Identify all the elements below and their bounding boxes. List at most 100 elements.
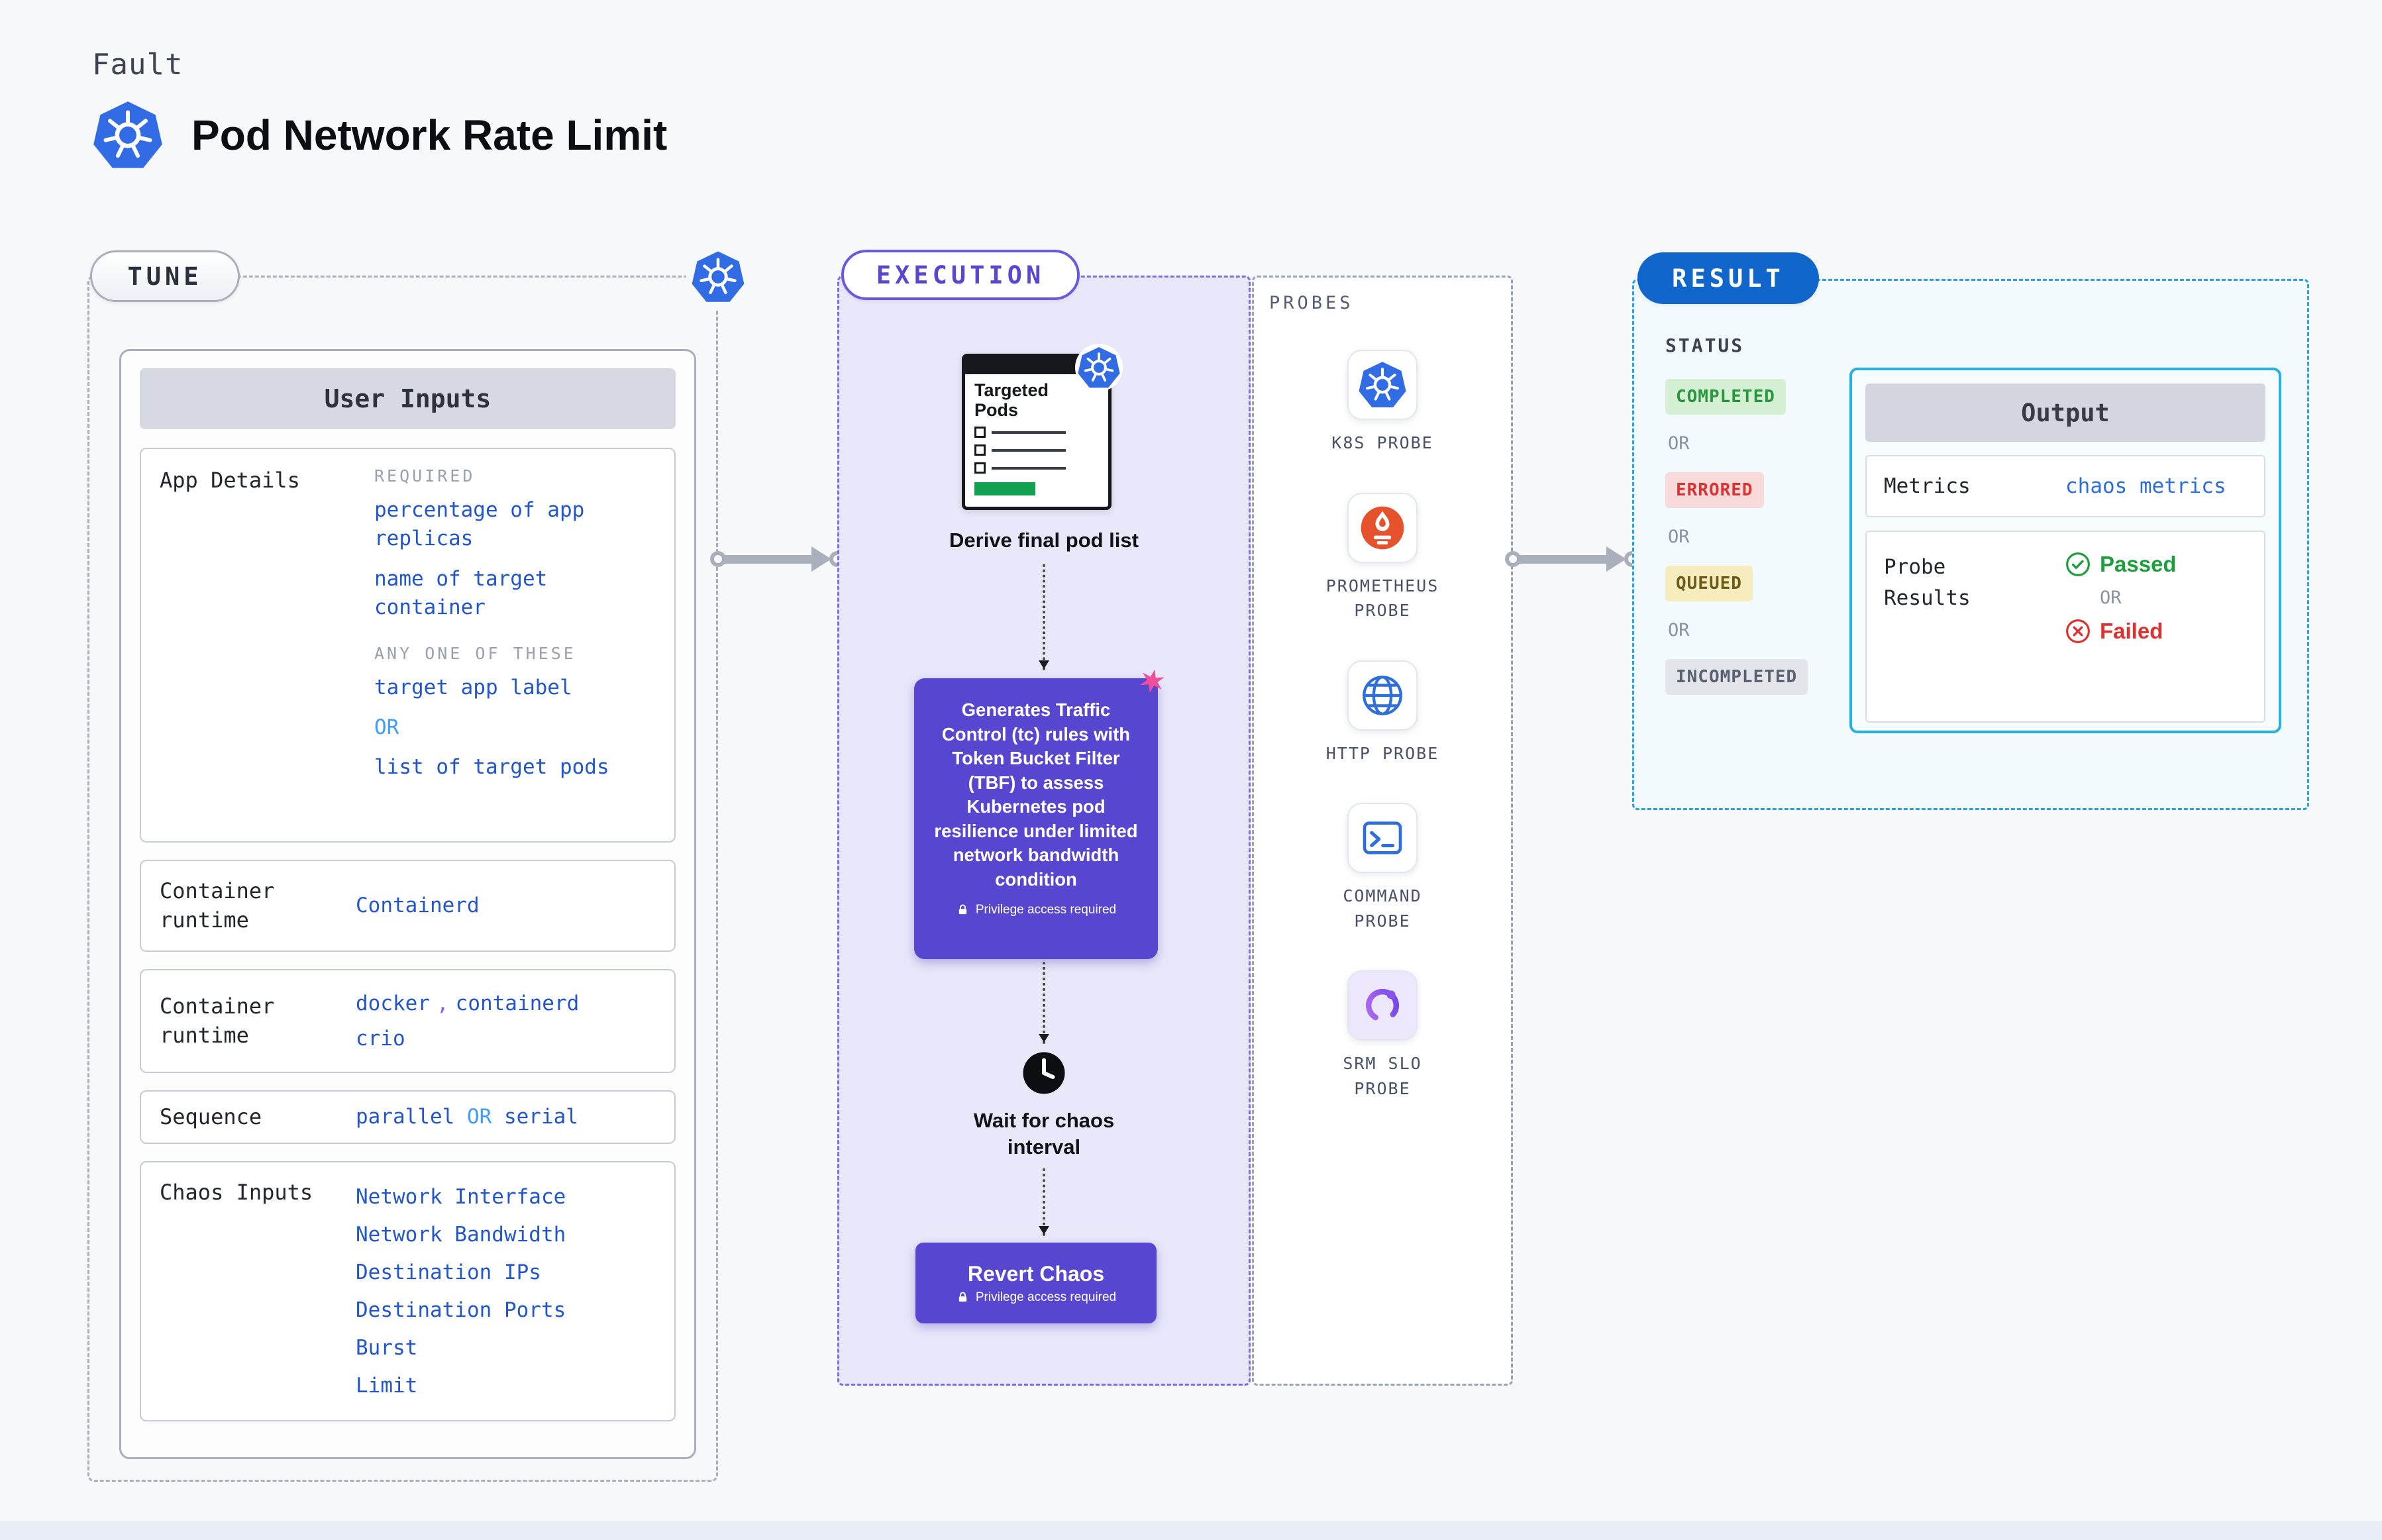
page-title: Pod Network Rate Limit (191, 111, 668, 159)
failed-text: Failed (2100, 619, 2163, 643)
checklist-row (965, 459, 1108, 477)
arrow-shaft (724, 554, 813, 564)
arrow-shaft (1519, 554, 1608, 564)
chaos-star-icon (1134, 665, 1170, 701)
globe-icon (1358, 671, 1407, 720)
metrics-row: Metrics chaos metrics (1865, 455, 2265, 517)
probe-results-label: Probe Results (1884, 555, 1971, 610)
value-item: containerd (455, 991, 580, 1015)
prometheus-icon (1358, 503, 1407, 552)
kubernetes-icon (92, 99, 164, 171)
row-label: Chaos Inputs (160, 1180, 313, 1205)
container-runtime-row-2: Container runtime docker,containerd crio (140, 969, 676, 1073)
required-item: percentage of app replicas (374, 498, 585, 551)
or-separator: OR (1668, 433, 1690, 454)
privilege-note-text: Privilege access required (975, 902, 1117, 917)
output-box: Output Metrics chaos metrics Probe Resul… (1849, 368, 2281, 733)
option-item: target app label (374, 675, 572, 699)
status-badge-errored: ERRORED (1665, 472, 1764, 508)
probe-item: SRM SLO PROBE (1318, 970, 1447, 1101)
value-item: crio (356, 1026, 405, 1051)
probe-name: COMMAND PROBE (1343, 886, 1422, 931)
arrow-head (1606, 546, 1626, 572)
any-one-heading: ANY ONE OF THESE (374, 643, 576, 663)
chaos-inputs-row: Chaos Inputs Network Interface Network B… (140, 1161, 676, 1421)
passed-text: Passed (2100, 552, 2177, 576)
clock-icon (1020, 1049, 1068, 1097)
value-line: crio (356, 1021, 579, 1056)
row-label: Sequence (160, 1104, 262, 1129)
passed-line: Passed (2065, 552, 2177, 577)
or-keyword: OR (466, 1105, 492, 1129)
row-values: parallel OR serial (356, 1100, 578, 1135)
targeted-pods-title: Targeted Pods (974, 380, 1049, 421)
status-column: STATUS COMPLETED OR ERRORED OR QUEUED OR… (1665, 334, 1808, 695)
derive-step-label: Derive final pod list (949, 529, 1139, 552)
lock-icon (956, 1290, 970, 1304)
flow-connector-down (1039, 962, 1049, 1044)
value-item: docker (356, 991, 430, 1015)
tune-label: TUNE (90, 250, 240, 302)
probe-item: COMMAND PROBE (1318, 803, 1447, 933)
tune-kubernetes-icon (686, 245, 750, 309)
user-inputs-title: User Inputs (140, 368, 676, 429)
chaos-inputs-list: Network Interface Network Bandwidth Dest… (356, 1178, 566, 1405)
required-heading: REQUIRED (374, 466, 476, 486)
row-label: Container runtime (160, 994, 275, 1048)
text-line (992, 466, 1066, 470)
arrow-head (811, 546, 831, 572)
chaos-input-item: Destination Ports (356, 1298, 566, 1323)
value-item: parallel (356, 1105, 455, 1129)
chaos-input-item: Burst (356, 1336, 418, 1360)
flow-connector-down (1039, 564, 1049, 670)
app-details-values: REQUIRED percentage of app replicas name… (374, 466, 666, 794)
row-label: Container runtime (160, 878, 275, 933)
status-badge-incompleted: INCOMPLETED (1665, 659, 1808, 695)
checkbox-icon (974, 427, 986, 438)
green-progress-bar (974, 482, 1035, 496)
execution-label: EXECUTION (841, 250, 1080, 300)
probe-results-row: Probe Results Passed OR Failed (1865, 531, 2265, 723)
value-item: serial (503, 1105, 578, 1129)
status-badge-queued: QUEUED (1665, 566, 1753, 601)
separator: , (436, 991, 449, 1015)
chaos-input-item: Network Interface (356, 1185, 566, 1209)
checklist-row (965, 423, 1108, 441)
app-details-box: App Details REQUIRED percentage of app r… (140, 448, 676, 843)
probes-to-result-arrow (1505, 546, 1640, 572)
value-item: Containerd (356, 894, 480, 918)
fault-kicker: Fault (92, 48, 183, 81)
required-item: name of target container (374, 566, 548, 620)
probe-item: HTTP PROBE (1326, 660, 1439, 766)
srm-slo-probe-card (1347, 970, 1418, 1041)
wait-step-label: Wait for chaos interval (837, 1107, 1251, 1161)
tune-to-execution-arrow (710, 546, 845, 572)
chaos-action-box: Generates Traffic Control (tc) rules wit… (914, 678, 1158, 959)
row-values: docker,containerd crio (356, 986, 579, 1056)
wait-step-text: Wait for chaos interval (973, 1109, 1115, 1159)
checkbox-icon (974, 462, 986, 474)
targeted-pods-icon: Targeted Pods (962, 344, 1123, 510)
probes-label: PROBES (1269, 293, 1354, 313)
chaos-input-item: Limit (356, 1374, 418, 1398)
output-title: Output (1865, 384, 2265, 442)
checkbox-icon (974, 444, 986, 456)
user-inputs-panel: User Inputs App Details REQUIRED percent… (119, 349, 696, 1459)
probes-list: K8S PROBE PROMETHEUS PROBE HTTP PROBE CO… (1252, 350, 1513, 1101)
tune-section-box (87, 276, 718, 1482)
or-separator: OR (2100, 588, 2122, 608)
flow-connector-down (1039, 1168, 1049, 1236)
text-line (992, 448, 1066, 452)
srm-gauge-icon (1358, 981, 1407, 1030)
probe-item: K8S PROBE (1331, 350, 1433, 456)
revert-chaos-box: Revert Chaos Privilege access required (915, 1243, 1157, 1323)
metrics-value: chaos metrics (2065, 474, 2226, 498)
probe-results-values: Passed OR Failed (2065, 552, 2177, 644)
or-separator: OR (1668, 527, 1690, 547)
failed-line: Failed (2065, 619, 2177, 644)
privilege-note: Privilege access required (956, 1290, 1116, 1305)
probe-name: PROMETHEUS PROBE (1325, 576, 1439, 621)
status-heading: STATUS (1665, 334, 1745, 356)
http-probe-card (1347, 660, 1418, 731)
